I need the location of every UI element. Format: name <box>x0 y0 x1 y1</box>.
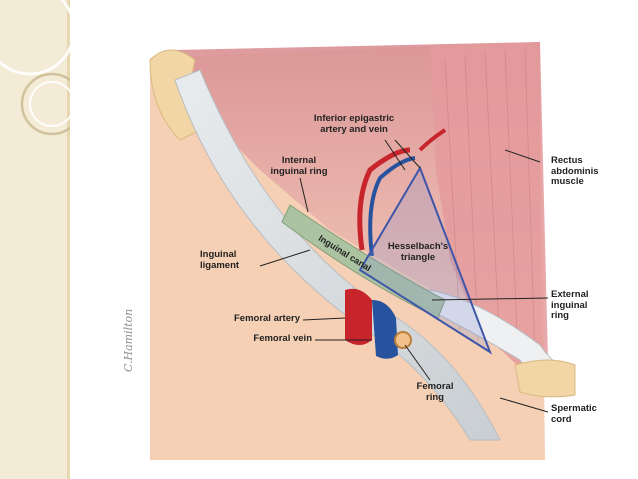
label-femoral-vein: Femoral vein <box>253 333 312 344</box>
inferior-epigastric-vessels <box>357 147 411 251</box>
label-rectus-abdominis: Rectus abdominis muscle <box>551 155 599 187</box>
label-inferior-epigastric: Inferior epigastric artery and vein <box>313 113 395 135</box>
decorative-side-strip <box>0 0 70 479</box>
illustrator-signature: C.Hamilton <box>122 308 135 372</box>
leader-lines <box>259 139 549 413</box>
rectus-abdominis <box>430 42 548 368</box>
label-femoral-artery: Femoral artery <box>233 313 300 324</box>
femoral-artery-shape <box>345 288 372 345</box>
label-internal-ring: Internal inguinal ring <box>270 155 328 177</box>
label-inguinal-ligament: Inguinal ligament <box>200 249 240 271</box>
label-external-ring: External inguinal ring <box>551 289 589 321</box>
decorative-rings <box>0 0 70 136</box>
label-femoral-ring: Femoral ring <box>416 381 454 403</box>
pubic-bone <box>514 359 576 398</box>
label-hesselbach-triangle: Hesselbach's triangle <box>387 241 449 263</box>
label-spermatic-cord: Spermatic cord <box>551 403 597 425</box>
femoral-ring-shape <box>394 331 412 349</box>
femoral-vein-shape <box>372 300 398 359</box>
hesselbach-triangle-outline <box>358 165 492 355</box>
inguinal-canal-shape <box>281 204 446 319</box>
